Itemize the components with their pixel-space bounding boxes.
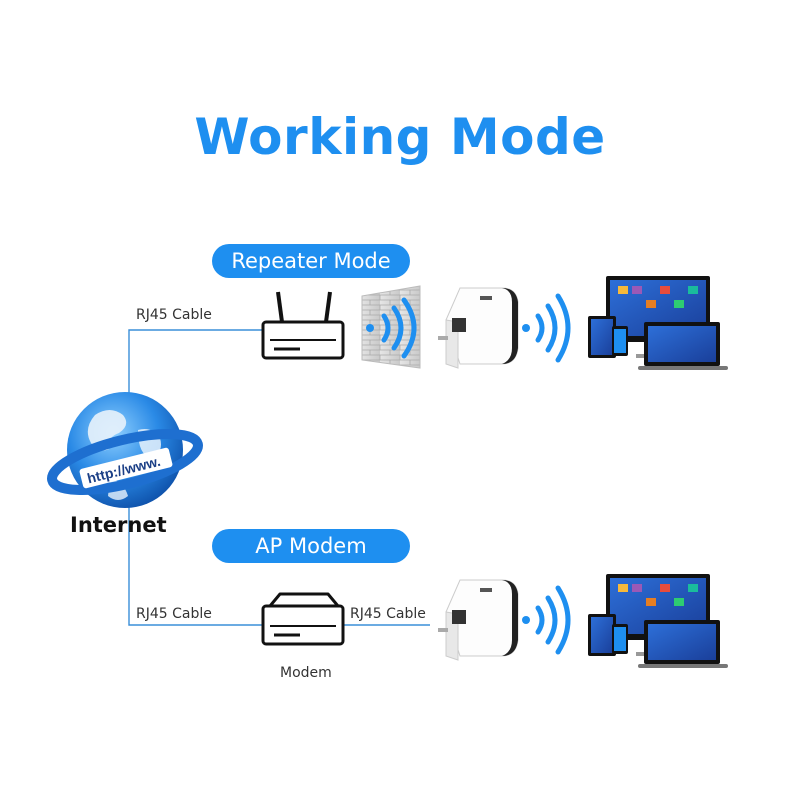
repeater-mode-badge: Repeater Mode (212, 244, 410, 278)
internet-label: Internet (70, 513, 167, 537)
ap-mode-badge: AP Modem (212, 529, 410, 563)
globe-icon: http://www. (47, 392, 203, 508)
wifi-signal-icon (366, 297, 417, 359)
cable-line-repeater (128, 329, 264, 400)
wall-icon (361, 285, 421, 369)
router-icon (261, 291, 345, 360)
repeater-device-icon (438, 579, 519, 661)
wifi-signal-icon (522, 585, 571, 655)
cable-line-ap-left (128, 500, 264, 626)
wifi-signal-icon (522, 293, 571, 363)
modem-icon (261, 592, 345, 646)
repeater-device-icon (438, 287, 519, 369)
cable-lines (128, 329, 430, 626)
modem-label: Modem (280, 665, 332, 681)
client-devices-icon (588, 276, 728, 370)
cable-label-ap-right: RJ45 Cable (350, 606, 426, 622)
page-title: Working Mode (194, 108, 606, 166)
client-devices-icon (588, 574, 728, 668)
cable-label-repeater: RJ45 Cable (136, 307, 212, 323)
cable-label-ap-left: RJ45 Cable (136, 606, 212, 622)
